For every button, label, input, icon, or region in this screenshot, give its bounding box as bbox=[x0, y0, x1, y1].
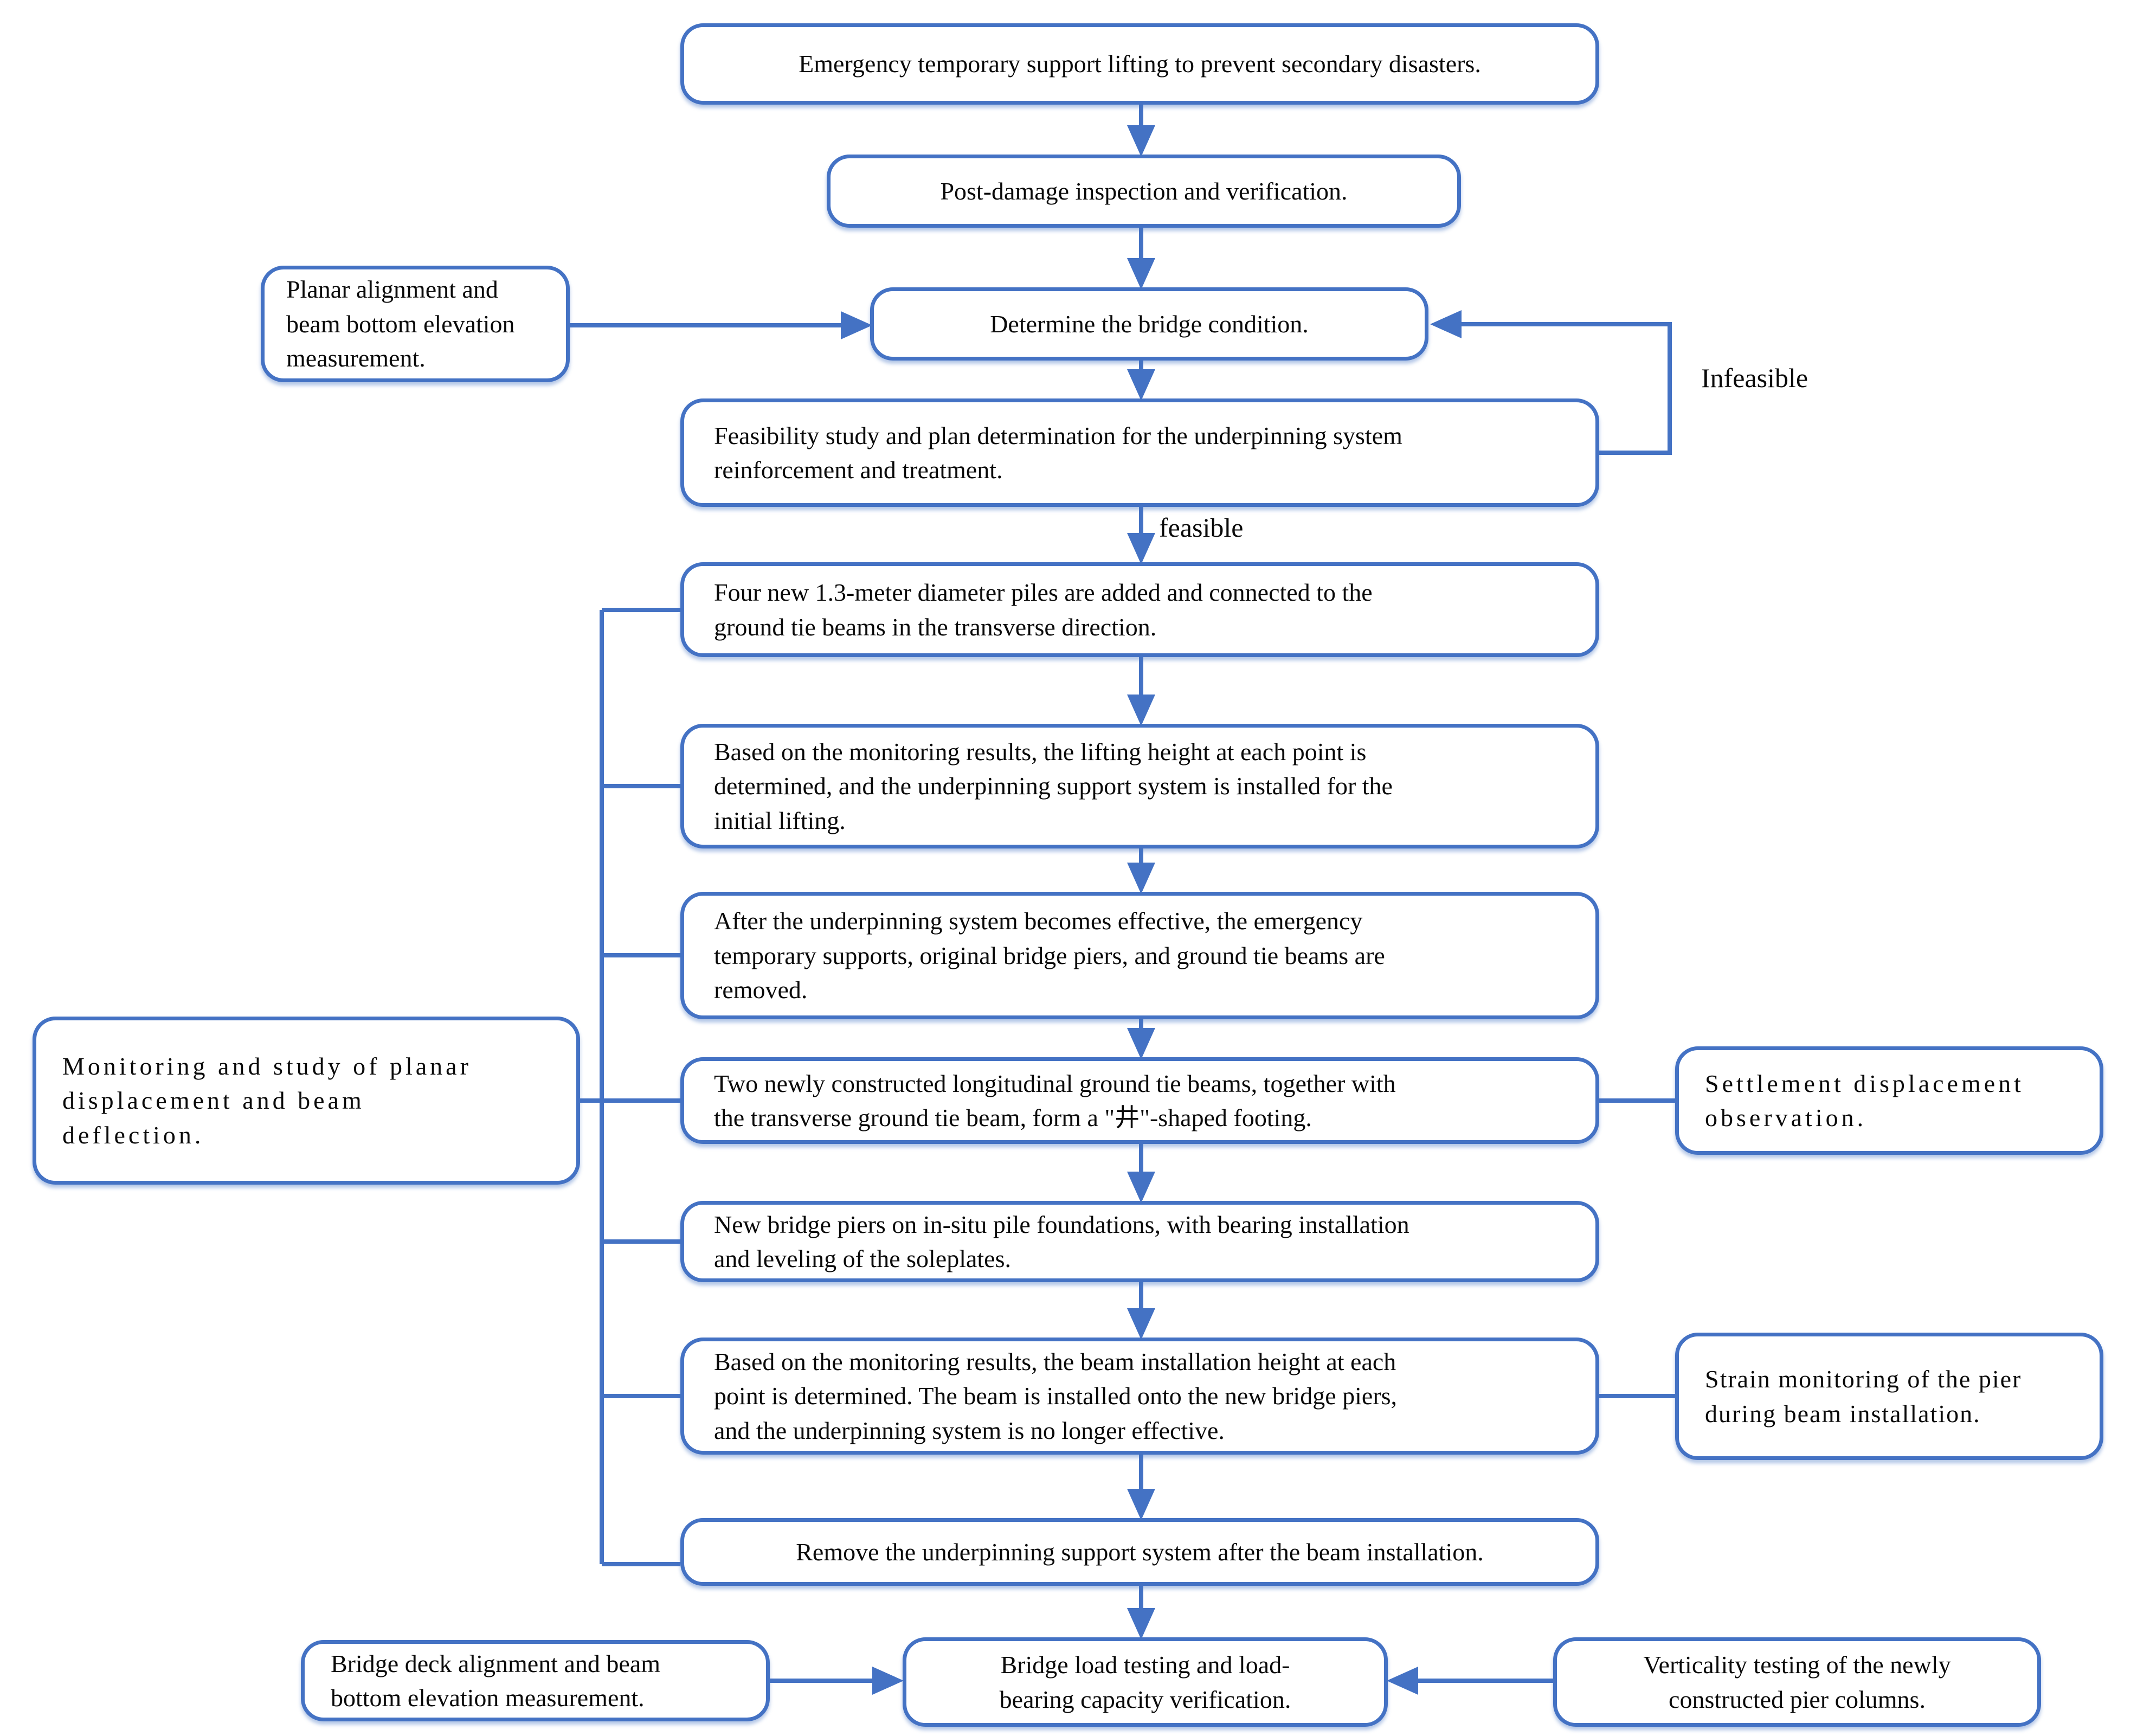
node-monitoring-study-label: Monitoring and study of planar displacem… bbox=[62, 1052, 472, 1149]
node-monitoring-study: Monitoring and study of planar displacem… bbox=[33, 1017, 580, 1185]
edge-label-infeasible: Infeasible bbox=[1701, 363, 1808, 393]
arrowhead-down-6 bbox=[1127, 863, 1155, 894]
arrowhead-down-5 bbox=[1127, 695, 1155, 726]
node-initial-lifting-label: Based on the monitoring results, the lif… bbox=[714, 737, 1393, 834]
node-four-new-piles-label: Four new 1.3-meter diameter piles are ad… bbox=[714, 578, 1373, 641]
edge-label-feasible: feasible bbox=[1159, 512, 1244, 543]
arrowhead-down-10 bbox=[1127, 1489, 1155, 1520]
arrowhead-down-4 bbox=[1127, 533, 1155, 564]
node-bridge-deck-alignment-label: Bridge deck alignment and beam bottom el… bbox=[331, 1649, 661, 1712]
node-planar-alignment: Planar alignment and beam bottom elevati… bbox=[261, 266, 570, 382]
node-remove-underpinning: Remove the underpinning support system a… bbox=[680, 1518, 1599, 1586]
node-emergency-support-label: Emergency temporary support lifting to p… bbox=[799, 50, 1481, 78]
node-bridge-deck-alignment: Bridge deck alignment and beam bottom el… bbox=[301, 1640, 770, 1721]
arrowhead-down-9 bbox=[1127, 1308, 1155, 1340]
node-feasibility-study-label: Feasibility study and plan determination… bbox=[714, 421, 1402, 484]
node-verticality-testing-label: Verticality testing of the newly constru… bbox=[1643, 1651, 1951, 1713]
node-post-damage-inspection-label: Post-damage inspection and verification. bbox=[940, 177, 1348, 205]
node-load-testing: Bridge load testing and load- bearing ca… bbox=[903, 1637, 1388, 1727]
node-tie-beam-footing-label: Two newly constructed longitudinal groun… bbox=[714, 1069, 1396, 1131]
node-beam-installation: Based on the monitoring results, the bea… bbox=[680, 1338, 1599, 1455]
node-load-testing-label: Bridge load testing and load- bearing ca… bbox=[999, 1651, 1291, 1713]
node-remove-temporary-supports-label: After the underpinning system becomes ef… bbox=[714, 907, 1385, 1004]
node-determine-bridge-condition-label: Determine the bridge condition. bbox=[990, 310, 1309, 338]
arrowhead-down-8 bbox=[1127, 1172, 1155, 1203]
arrowhead-down-11 bbox=[1127, 1608, 1155, 1639]
node-settlement-observation: Settlement displacement observation. bbox=[1675, 1046, 2103, 1155]
node-settlement-observation-label: Settlement displacement observation. bbox=[1705, 1069, 2024, 1131]
arrowhead-right-deck bbox=[872, 1667, 904, 1695]
arrowhead-down-2 bbox=[1127, 258, 1155, 290]
arrowhead-down-7 bbox=[1127, 1028, 1155, 1059]
node-emergency-support: Emergency temporary support lifting to p… bbox=[680, 23, 1599, 105]
arrowhead-down-1 bbox=[1127, 125, 1155, 157]
node-determine-bridge-condition: Determine the bridge condition. bbox=[870, 287, 1428, 361]
node-beam-installation-label: Based on the monitoring results, the bea… bbox=[714, 1347, 1398, 1444]
node-four-new-piles: Four new 1.3-meter diameter piles are ad… bbox=[680, 562, 1599, 657]
node-new-bridge-piers-label: New bridge piers on in-situ pile foundat… bbox=[714, 1210, 1409, 1272]
node-initial-lifting: Based on the monitoring results, the lif… bbox=[680, 724, 1599, 848]
node-planar-alignment-label: Planar alignment and beam bottom elevati… bbox=[286, 275, 515, 372]
node-remove-temporary-supports: After the underpinning system becomes ef… bbox=[680, 892, 1599, 1019]
node-tie-beam-footing: Two newly constructed longitudinal groun… bbox=[680, 1057, 1599, 1144]
arrowhead-left-verticality bbox=[1387, 1667, 1418, 1695]
node-post-damage-inspection: Post-damage inspection and verification. bbox=[827, 155, 1461, 228]
arrowhead-down-3 bbox=[1127, 369, 1155, 401]
arrowhead-right-planar bbox=[841, 311, 872, 339]
node-remove-underpinning-label: Remove the underpinning support system a… bbox=[796, 1538, 1484, 1566]
node-feasibility-study: Feasibility study and plan determination… bbox=[680, 398, 1599, 507]
node-strain-monitoring: Strain monitoring of the pier during bea… bbox=[1675, 1333, 2103, 1460]
node-new-bridge-piers: New bridge piers on in-situ pile foundat… bbox=[680, 1201, 1599, 1282]
node-verticality-testing: Verticality testing of the newly constru… bbox=[1553, 1637, 2041, 1727]
arrow-infeasible-feedback bbox=[1459, 322, 1672, 455]
arrowhead-left-infeasible bbox=[1430, 310, 1462, 338]
node-strain-monitoring-label: Strain monitoring of the pier during bea… bbox=[1705, 1365, 2022, 1428]
